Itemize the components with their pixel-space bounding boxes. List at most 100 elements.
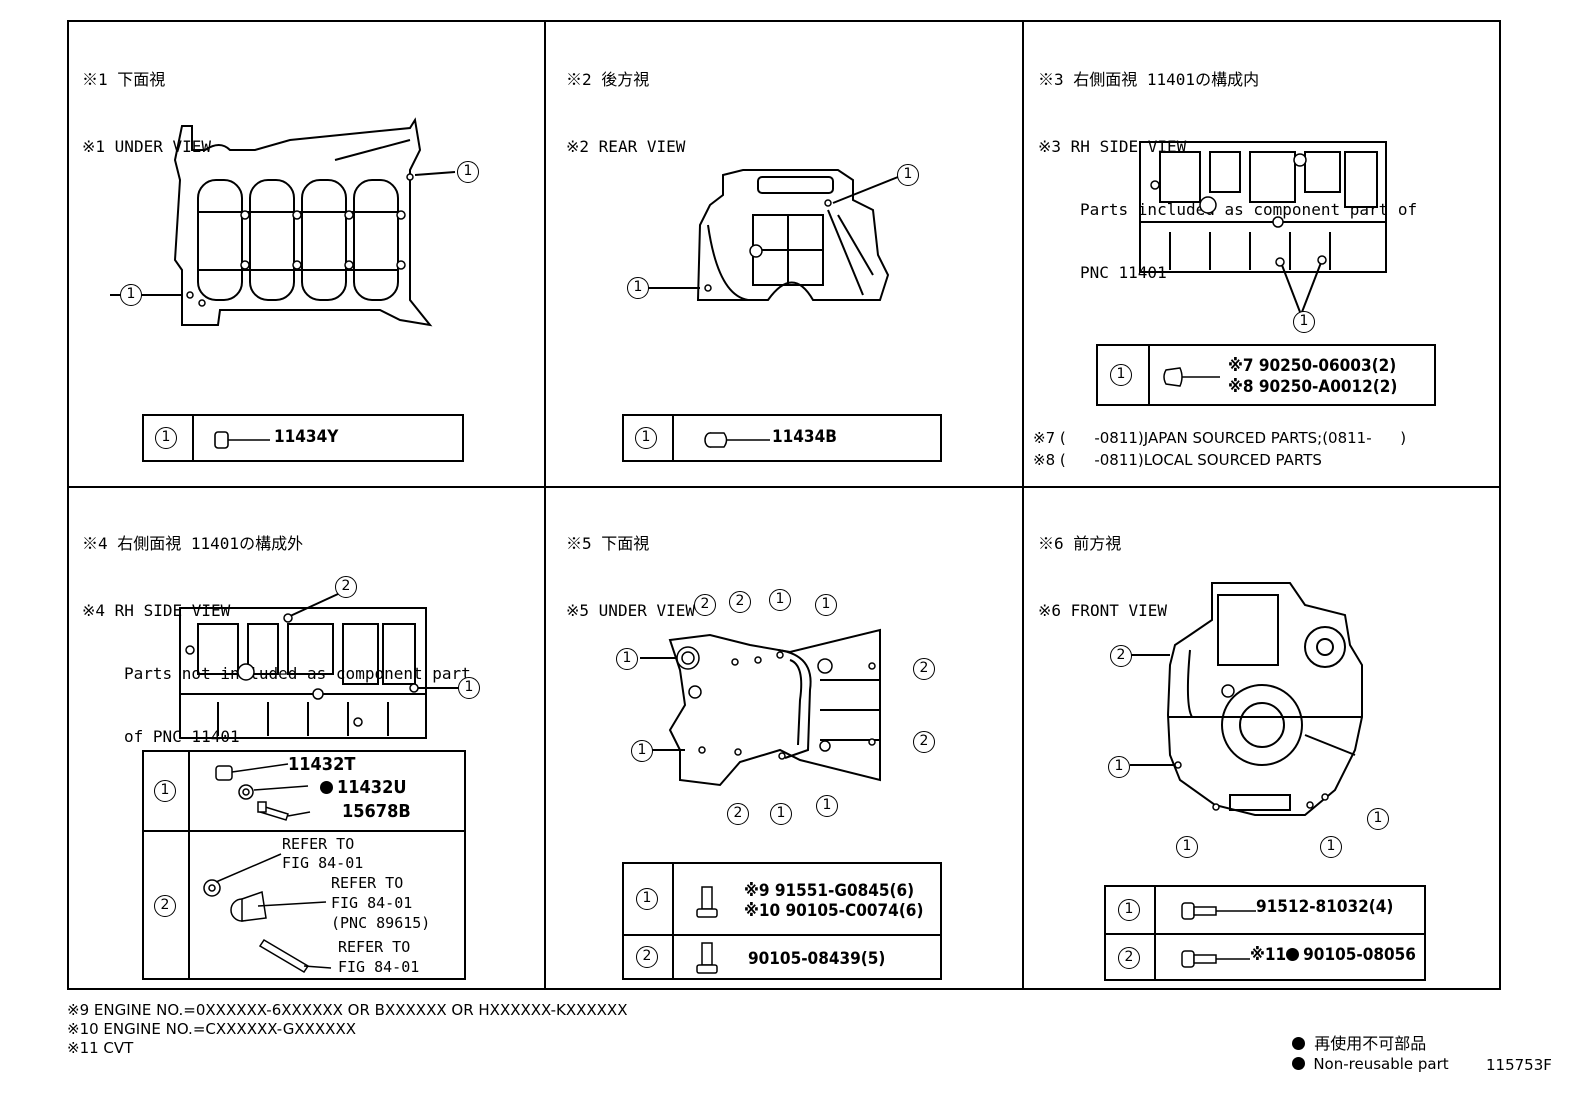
parts-table: 1 2 ※9 91551-G0845(6) ※10 90105-C0074(6)… xyxy=(622,862,942,980)
callout-2: 2 xyxy=(694,594,716,616)
part-number-index: 1 xyxy=(1110,364,1132,386)
callout-1: 1 xyxy=(458,677,480,699)
panel-title-jp: ※4 右側面視 11401の構成外 xyxy=(82,534,304,553)
callout-1: 1 xyxy=(1176,836,1198,858)
engine-block-rh-side-drawing xyxy=(1139,141,1387,313)
part-number-index: 1 xyxy=(155,427,177,449)
legend-jp: 再使用不可部品 xyxy=(1282,1011,1426,1054)
figure-id: 115753F xyxy=(1486,1056,1552,1074)
panel-title-en: ※2 REAR VIEW xyxy=(566,137,686,156)
part-number[interactable]: 90105-08439(5) xyxy=(748,949,886,969)
part-number-index: 2 xyxy=(154,895,176,917)
engine-block-front-view-drawing xyxy=(1130,582,1363,816)
bushing-stud-icon xyxy=(203,853,332,974)
footnote-marker: ※11 xyxy=(1250,945,1287,965)
callout-2: 2 xyxy=(913,731,935,753)
callout-1: 1 xyxy=(770,803,792,825)
part-number[interactable]: 11434Y xyxy=(274,427,339,447)
footnote: ※7 ( -0811)JAPAN SOURCED PARTS;(0811- ) xyxy=(1033,429,1407,447)
callout-1: 1 xyxy=(815,594,837,616)
footnote: ※8 ( -0811)LOCAL SOURCED PARTS xyxy=(1033,451,1322,469)
part-number[interactable]: ※10 90105-C0074(6) xyxy=(744,901,924,921)
divider-vertical-1 xyxy=(544,22,546,988)
callout-1: 1 xyxy=(631,740,653,762)
parts-table: 1 11434Y xyxy=(142,414,464,462)
parts-table: 1 2 91512-81032(4) ※11 90105-08056 xyxy=(1104,885,1426,981)
bolt-icon xyxy=(1181,950,1250,968)
engine-block-rh-side-drawing xyxy=(179,593,458,739)
part-number-index: 1 xyxy=(635,427,657,449)
panel-description: Parts not included as component part xyxy=(124,664,471,683)
reference-text: (PNC 89615) xyxy=(331,914,431,932)
part-number[interactable]: 90105-08056 xyxy=(1303,945,1416,965)
part-number[interactable]: 11432T xyxy=(288,754,356,775)
panel-title-en: ※6 FRONT VIEW xyxy=(1038,601,1167,620)
callout-1: 1 xyxy=(120,284,142,306)
callout-2: 2 xyxy=(729,591,751,613)
part-number-index: 2 xyxy=(636,946,658,968)
panel-description: of PNC 11401 xyxy=(124,727,240,746)
bolt-washer-pin-icon xyxy=(215,763,311,821)
callout-1: 1 xyxy=(816,795,838,817)
callout-1: 1 xyxy=(897,164,919,186)
bolt-icon xyxy=(1181,902,1256,920)
plug-icon xyxy=(1163,367,1220,387)
parts-table: 1 2 11432T 11432U 15678B REFER TO FIG 84… xyxy=(142,750,466,980)
engine-block-under-view-drawing xyxy=(640,628,881,787)
panel-title-jp: ※3 右側面視 11401の構成内 xyxy=(1038,70,1260,89)
part-number-index: 2 xyxy=(1118,947,1140,969)
part-number[interactable]: 11434B xyxy=(772,427,837,447)
plug-icon xyxy=(214,431,270,449)
parts-table: 1 11434B xyxy=(622,414,942,462)
part-number[interactable]: ※8 90250-A0012(2) xyxy=(1228,377,1398,397)
reference-link[interactable]: FIG 84-01 xyxy=(338,958,420,976)
callout-1: 1 xyxy=(1367,808,1389,830)
callout-1: 1 xyxy=(1320,836,1342,858)
reference-link[interactable]: FIG 84-01 xyxy=(282,854,364,872)
part-number-index: 1 xyxy=(154,780,176,802)
non-reusable-dot-icon xyxy=(1291,1057,1305,1070)
callout-2: 2 xyxy=(1110,645,1132,667)
callout-1: 1 xyxy=(769,589,791,611)
non-reusable-dot-icon xyxy=(1286,948,1300,961)
callout-1: 1 xyxy=(457,161,479,183)
reference-text: REFER TO xyxy=(331,874,404,892)
footnote: ※11 CVT xyxy=(67,1039,134,1057)
part-number[interactable]: ※7 90250-06003(2) xyxy=(1228,356,1397,376)
panel-title-jp: ※1 下面視 xyxy=(82,70,166,89)
callout-2: 2 xyxy=(913,658,935,680)
non-reusable-dot-icon xyxy=(1292,1037,1306,1050)
callout-1: 1 xyxy=(1108,756,1130,778)
reference-link[interactable]: FIG 84-01 xyxy=(331,894,413,912)
panel-title-en: ※4 RH SIDE VIEW xyxy=(82,601,231,620)
panel-title-en: ※5 UNDER VIEW xyxy=(566,601,695,620)
callout-2: 2 xyxy=(727,803,749,825)
panel-title-jp: ※2 後方視 xyxy=(566,70,650,89)
non-reusable-dot-icon xyxy=(320,781,333,794)
legend-en-text: Non-reusable part xyxy=(1313,1055,1449,1073)
part-number[interactable]: 91512-81032(4) xyxy=(1256,897,1394,917)
part-number[interactable]: 15678B xyxy=(342,801,411,822)
callout-1: 1 xyxy=(627,277,649,299)
part-number[interactable]: ※9 91551-G0845(6) xyxy=(744,881,915,901)
callout-2: 2 xyxy=(335,576,357,598)
callout-1: 1 xyxy=(616,648,638,670)
bolt-icon xyxy=(696,942,718,974)
legend-jp-text: 再使用不可部品 xyxy=(1314,1034,1427,1053)
diagram-frame xyxy=(67,20,1501,990)
engine-block-under-view-drawing xyxy=(110,117,456,327)
part-number[interactable]: 11432U xyxy=(337,777,407,798)
panel-title-jp: ※5 下面視 xyxy=(566,534,650,553)
engine-block-rear-view-drawing xyxy=(648,169,899,301)
reference-text: REFER TO xyxy=(338,938,411,956)
part-number-index: 1 xyxy=(1118,899,1140,921)
legend-en: Non-reusable part xyxy=(1282,1037,1449,1073)
plug-icon xyxy=(704,432,770,448)
callout-1: 1 xyxy=(1293,311,1315,333)
part-number-index: 1 xyxy=(636,888,658,910)
parts-table: 1 ※7 90250-06003(2) ※8 90250-A0012(2) xyxy=(1096,344,1436,406)
non-reusable-marker: ※11 90105-08056 xyxy=(1250,945,1416,965)
non-reusable-marker: 11432U xyxy=(320,777,407,798)
divider-horizontal xyxy=(69,486,1499,488)
panel-description: Parts included as component part of xyxy=(1080,200,1418,219)
